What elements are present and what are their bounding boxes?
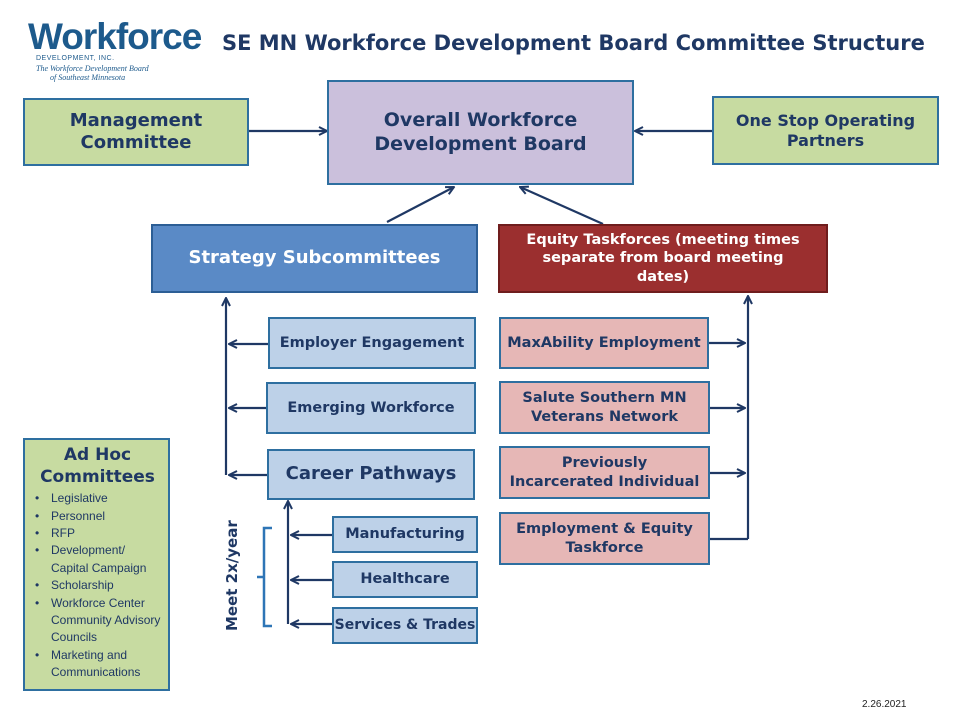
manufacturing-box[interactable]: Manufacturing (332, 516, 478, 553)
list-item: RFP (31, 525, 164, 543)
ad-hoc-list: Legislative Personnel RFP Development/ C… (31, 490, 164, 681)
ad-hoc-title: Ad Hoc Committees (40, 445, 155, 488)
list-item: Marketing and Communications (31, 647, 164, 682)
salute-veterans-box[interactable]: Salute Southern MN Veterans Network (499, 381, 710, 434)
meet-bracket (257, 526, 272, 628)
services-trades-box[interactable]: Services & Trades (332, 607, 478, 644)
list-item: Personnel (31, 508, 164, 526)
equity-taskforces-box[interactable]: Equity Taskforces (meeting times separat… (498, 224, 828, 293)
page-title: SE MN Workforce Development Board Commit… (222, 31, 925, 55)
management-committee-box[interactable]: Management Committee (23, 98, 249, 166)
arrow-strategy-to-board (386, 187, 454, 223)
emerging-workforce-box[interactable]: Emerging Workforce (266, 382, 476, 434)
date-label: 2.26.2021 (862, 699, 907, 710)
one-stop-partners-box[interactable]: One Stop Operating Partners (712, 96, 939, 165)
logo-tagline-2: of Southeast Minnesota (50, 73, 126, 82)
logo-wordmark: Workforce (28, 16, 202, 57)
maxability-box[interactable]: MaxAbility Employment (499, 317, 709, 369)
employment-equity-box[interactable]: Employment & Equity Taskforce (499, 512, 710, 565)
employer-engagement-box[interactable]: Employer Engagement (268, 317, 476, 369)
meet-frequency-label: Meet 2x/year (223, 520, 241, 631)
healthcare-box[interactable]: Healthcare (332, 561, 478, 598)
logo-subtitle: DEVELOPMENT, INC. (36, 55, 115, 62)
overall-board-box[interactable]: Overall Workforce Development Board (327, 80, 634, 185)
logo-tagline-1: The Workforce Development Board (36, 64, 149, 73)
logo: Workforce DEVELOPMENT, INC. The Workforc… (28, 16, 202, 82)
arrow-equity-to-board (520, 187, 604, 226)
ad-hoc-committees-box[interactable]: Ad Hoc Committees Legislative Personnel … (23, 438, 170, 691)
strategy-subcommittees-box[interactable]: Strategy Subcommittees (151, 224, 478, 293)
list-item: Workforce Center Community Advisory Coun… (31, 595, 164, 647)
list-item: Development/ Capital Campaign (31, 542, 164, 577)
list-item: Scholarship (31, 577, 164, 595)
previously-incarcerated-box[interactable]: Previously Incarcerated Individual (499, 446, 710, 499)
career-pathways-box[interactable]: Career Pathways (267, 449, 475, 500)
list-item: Legislative (31, 490, 164, 508)
